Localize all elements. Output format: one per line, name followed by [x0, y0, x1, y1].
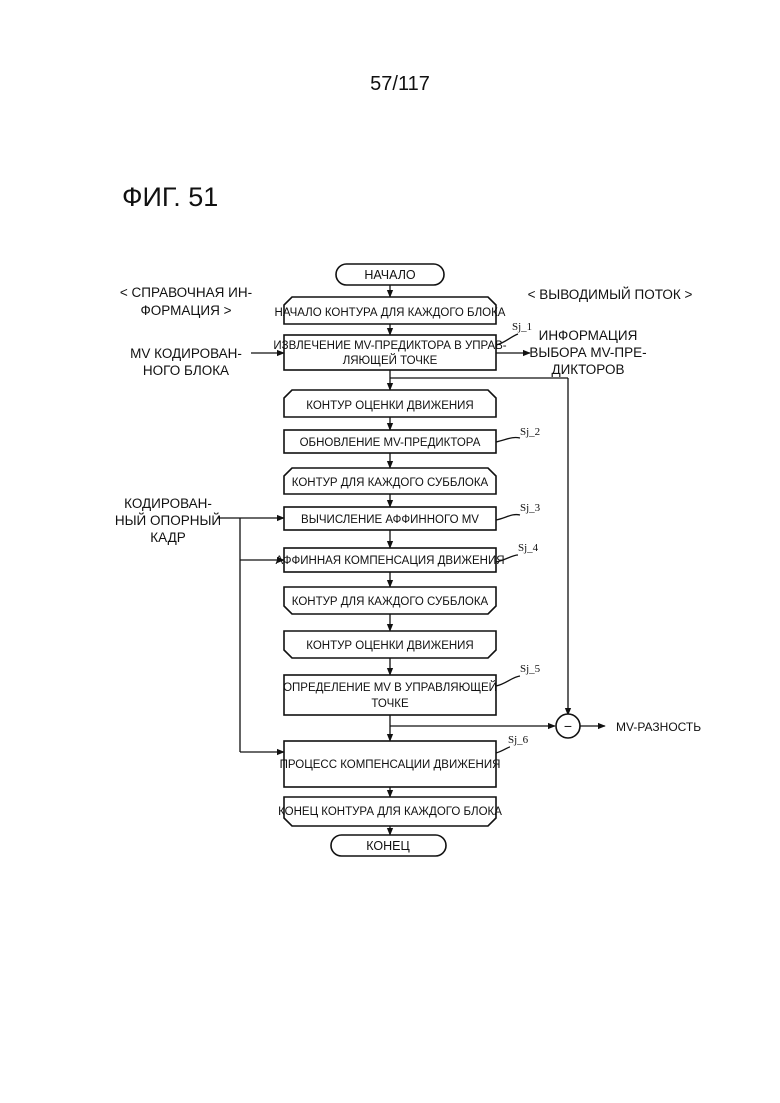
step-control-point-mv-determination: ОПРЕДЕЛЕНИЕ MV В УПРАВЛЯЮЩЕЙ ТОЧКЕ: [283, 675, 497, 715]
block-loop-end-label: КОНЕЦ КОНТУРА ДЛЯ КАЖДОГО БЛОКА: [278, 806, 502, 818]
sj-4-label: Sj_4: [518, 542, 539, 554]
control-point-mv-line-2: ТОЧКЕ: [371, 698, 409, 710]
step-block-loop-start: НАЧАЛО КОНТУРА ДЛЯ КАЖДОГО БЛОКА: [275, 297, 506, 324]
step-affine-motion-compensation: АФФИННАЯ КОМПЕНСАЦИЯ ДВИЖЕНИЯ: [275, 548, 504, 572]
step-block-loop-end: КОНЕЦ КОНТУРА ДЛЯ КАЖДОГО БЛОКА: [278, 797, 502, 826]
motion-estimation-loop-start-label: КОНТУР ОЦЕНКИ ДВИЖЕНИЯ: [306, 400, 474, 412]
block-loop-start-label: НАЧАЛО КОНТУРА ДЛЯ КАЖДОГО БЛОКА: [275, 307, 506, 319]
start-label: НАЧАЛО: [364, 268, 416, 282]
step-motion-compensation-process: ПРОЦЕСС КОМПЕНСАЦИИ ДВИЖЕНИЯ: [280, 741, 501, 787]
input-mv-coded-block: MV КОДИРОВАН- НОГО БЛОКА: [130, 346, 284, 378]
step-motion-estimation-loop-start: КОНТУР ОЦЕНКИ ДВИЖЕНИЯ: [284, 390, 496, 417]
mv-coded-block-line-1: MV КОДИРОВАН-: [130, 346, 242, 361]
mv-predictor-extraction-line-2: ЛЯЮЩЕЙ ТОЧКЕ: [343, 354, 438, 367]
subblock-loop-end-label: КОНТУР ДЛЯ КАЖДОГО СУББЛОКА: [292, 596, 489, 608]
left-header-line-1: < СПРАВОЧНАЯ ИН-: [120, 285, 252, 300]
mv-predictor-info-line-2: ВЫБОРА MV-ПРЕ-: [529, 345, 646, 360]
step-subblock-loop-end: КОНТУР ДЛЯ КАЖДОГО СУББЛОКА: [284, 587, 496, 614]
sj-1-label: Sj_1: [512, 321, 532, 333]
step-subblock-loop-start: КОНТУР ДЛЯ КАЖДОГО СУББЛОКА: [284, 468, 496, 494]
step-affine-mv-calc: ВЫЧИСЛЕНИЕ АФФИННОГО MV: [284, 507, 496, 530]
affine-mv-calc-label: ВЫЧИСЛЕНИЕ АФФИННОГО MV: [301, 514, 479, 526]
subblock-loop-start-label: КОНТУР ДЛЯ КАЖДОГО СУББЛОКА: [292, 477, 489, 489]
affine-motion-compensation-label: АФФИННАЯ КОМПЕНСАЦИЯ ДВИЖЕНИЯ: [275, 555, 504, 567]
sj-3-label: Sj_3: [520, 502, 541, 514]
mv-predictor-extraction-line-1: ИЗВЛЕЧЕНИЕ MV-ПРЕДИКТОРА В УПРАВ-: [273, 340, 506, 352]
coded-reference-frame-line-3: КАДР: [150, 530, 185, 545]
end-terminal: КОНЕЦ: [331, 835, 446, 856]
end-label: КОНЕЦ: [366, 839, 410, 853]
page-number: 57/117: [370, 73, 430, 95]
sj-6-label: Sj_6: [508, 734, 529, 746]
step-mv-predictor-update: ОБНОВЛЕНИЕ MV-ПРЕДИКТОРА: [284, 430, 496, 453]
step-mv-predictor-extraction: ИЗВЛЕЧЕНИЕ MV-ПРЕДИКТОРА В УПРАВ- ЛЯЮЩЕЙ…: [273, 335, 506, 370]
left-header-line-2: ФОРМАЦИЯ >: [141, 303, 232, 318]
step-motion-estimation-loop-end: КОНТУР ОЦЕНКИ ДВИЖЕНИЯ: [284, 631, 496, 658]
mv-predictor-info-line-1: ИНФОРМАЦИЯ: [539, 328, 638, 343]
mv-predictor-update-label: ОБНОВЛЕНИЕ MV-ПРЕДИКТОРА: [300, 437, 481, 449]
output-mv-predictor-selection-info: ИНФОРМАЦИЯ ВЫБОРА MV-ПРЕ- ДИКТОРОВ: [496, 328, 647, 377]
subtractor-symbol: −: [564, 718, 572, 734]
right-header: < ВЫВОДИМЫЙ ПОТОК >: [528, 287, 693, 302]
motion-compensation-process-label: ПРОЦЕСС КОМПЕНСАЦИИ ДВИЖЕНИЯ: [280, 759, 501, 771]
coded-reference-frame-line-2: НЫЙ ОПОРНЫЙ: [115, 513, 221, 528]
mv-coded-block-line-2: НОГО БЛОКА: [143, 363, 229, 378]
motion-estimation-loop-end-label: КОНТУР ОЦЕНКИ ДВИЖЕНИЯ: [306, 640, 474, 652]
mv-difference-label: MV-РАЗНОСТЬ: [616, 720, 701, 734]
coded-reference-frame-line-1: КОДИРОВАН-: [124, 496, 212, 511]
control-point-mv-line-1: ОПРЕДЕЛЕНИЕ MV В УПРАВЛЯЮЩЕЙ: [283, 681, 497, 694]
input-coded-reference-frame: КОДИРОВАН- НЫЙ ОПОРНЫЙ КАДР: [115, 496, 284, 752]
sj-5-label: Sj_5: [520, 663, 541, 675]
start-terminal: НАЧАЛО: [336, 264, 444, 285]
mv-predictor-info-line-3: ДИКТОРОВ: [551, 362, 624, 377]
figure-title: ФИГ. 51: [122, 182, 218, 212]
step-reference-labels: Sj_1 Sj_2 Sj_3 Sj_4 Sj_5 Sj_6: [496, 321, 541, 753]
sj-2-label: Sj_2: [520, 426, 540, 438]
